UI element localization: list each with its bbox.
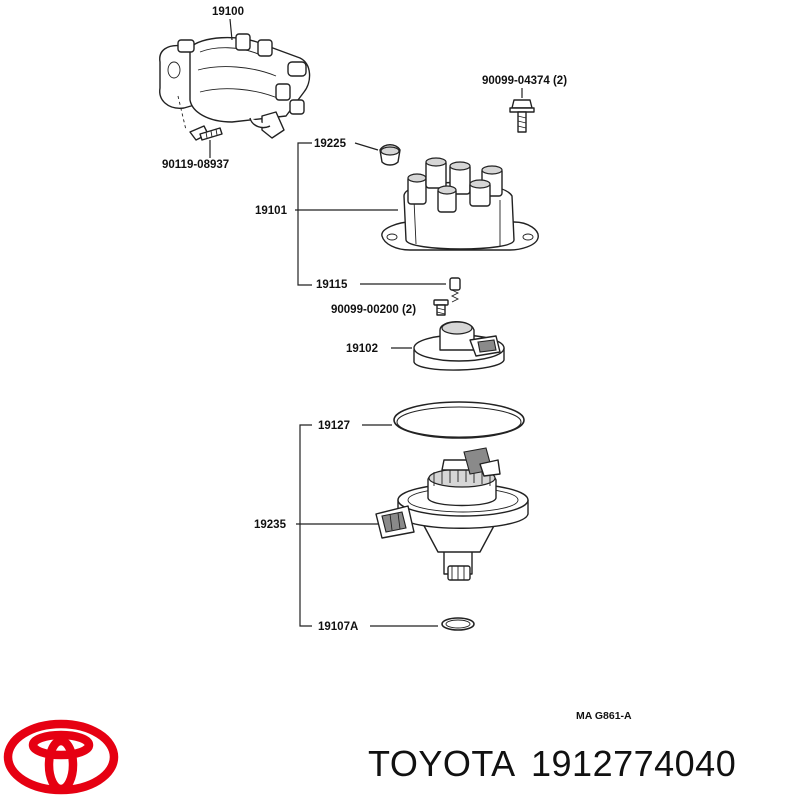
bolt-90119-drawing	[189, 125, 223, 141]
screw-90099-04374-drawing	[509, 99, 535, 133]
label-19127: 19127	[318, 420, 350, 432]
label-90099-00200: 90099-00200 (2)	[331, 304, 416, 316]
label-19102: 19102	[346, 343, 378, 355]
o-ring-19127-drawing	[393, 401, 525, 439]
label-19101: 19101	[255, 205, 288, 217]
housing-19235-drawing	[375, 447, 529, 581]
rubber-cap-19225-drawing	[379, 144, 401, 166]
label-90119-08937: 90119-08937	[162, 159, 229, 171]
center-carbon-19115-drawing	[449, 277, 461, 303]
brand-name: TOYOTA	[368, 743, 516, 784]
o-ring-19107A-drawing	[441, 617, 475, 631]
label-19235: 19235	[254, 519, 287, 531]
part-number: 1912774040	[531, 743, 736, 784]
label-19115: 19115	[316, 279, 348, 291]
toyota-logo	[3, 719, 119, 795]
label-19225: 19225	[314, 138, 347, 150]
distributor-assembly-drawing	[159, 33, 311, 139]
diagram-reference: MA G861-A	[576, 710, 632, 722]
bracket-lower	[299, 424, 312, 627]
distributor-cap-19101-drawing	[381, 157, 539, 251]
label-19100: 19100	[212, 6, 244, 18]
rotor-19102-drawing	[413, 321, 505, 371]
label-90099-04374: 90099-04374 (2)	[482, 75, 567, 87]
screw-90099-00200-drawing	[433, 299, 449, 316]
label-19107A: 19107A	[318, 621, 358, 633]
bracket-upper	[297, 142, 312, 286]
